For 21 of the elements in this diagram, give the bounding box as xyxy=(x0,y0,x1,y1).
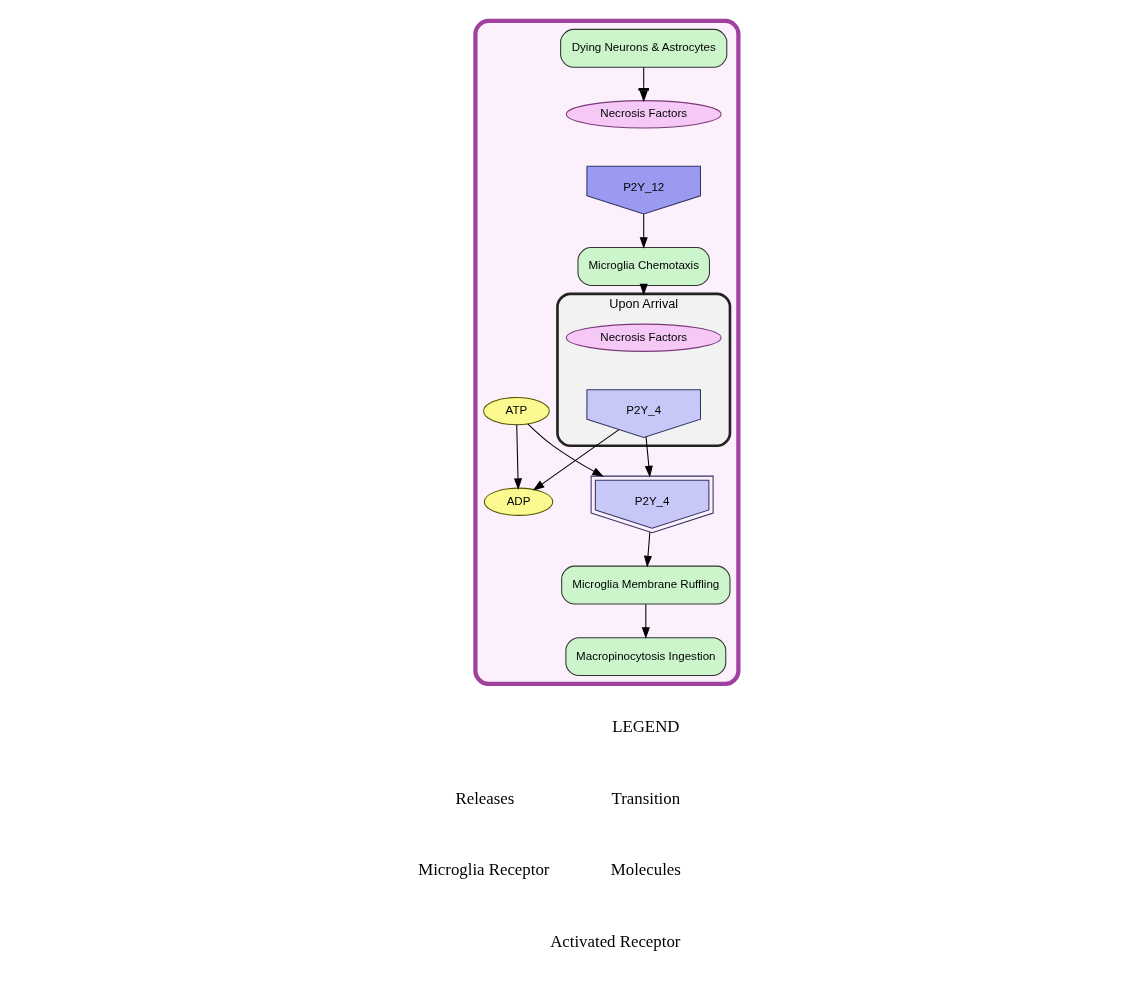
cluster xyxy=(472,18,740,687)
node-ellipse: Necrosis Factors xyxy=(565,323,722,352)
legend-label: Molecules xyxy=(610,860,681,880)
arrow xyxy=(639,213,648,249)
node-box: Dying Neurons & Astrocytes xyxy=(559,28,727,68)
node-ellipse: ATP xyxy=(482,396,550,426)
node-ellipse: Necrosis Factors xyxy=(565,100,722,129)
legend-label: Transition xyxy=(611,788,680,808)
legend-label: Microglia Receptor xyxy=(417,860,549,880)
arrow xyxy=(637,66,649,103)
node-ellipse: ADP xyxy=(483,487,553,516)
arrow xyxy=(643,531,652,568)
arrow xyxy=(644,436,653,478)
arrow xyxy=(641,603,650,639)
node-box: Macropinocytosis Ingestion xyxy=(564,637,726,677)
legend-label: Releases xyxy=(454,788,514,808)
label: LEGEND xyxy=(611,717,679,737)
legend-label: Activated Receptor xyxy=(549,931,680,951)
arrow xyxy=(513,424,522,490)
arrow xyxy=(526,423,604,477)
node-box: Microglia Membrane Ruffling xyxy=(560,565,730,605)
